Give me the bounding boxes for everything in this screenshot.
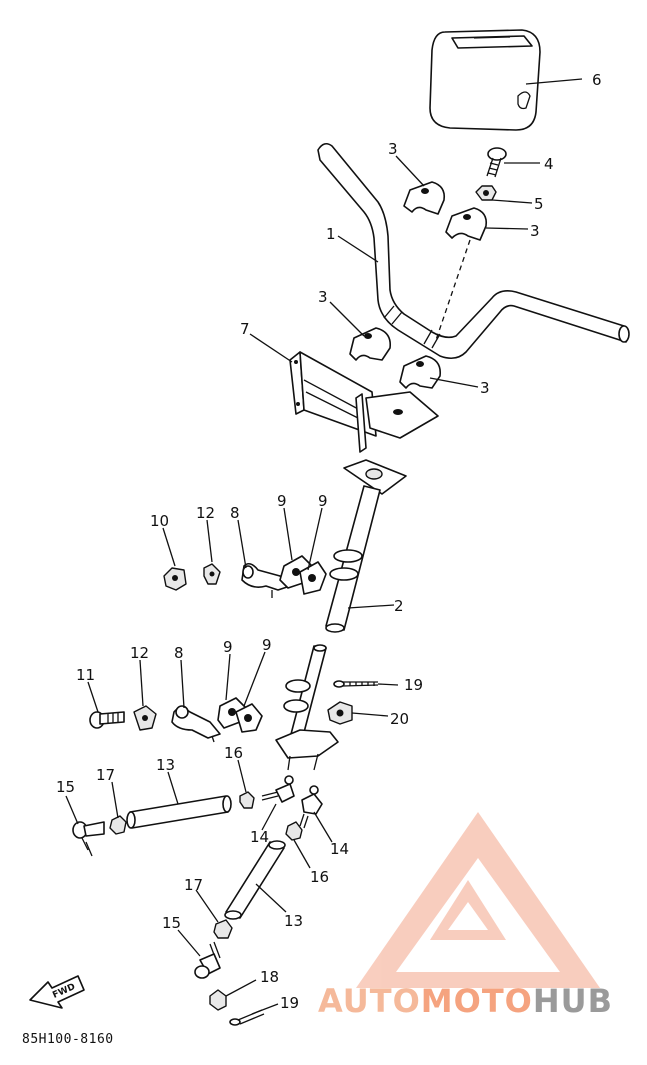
nut-18 <box>209 989 227 1011</box>
bolt-4 <box>486 147 507 178</box>
tie-rod-13-lower <box>224 840 286 920</box>
callout-3: 3 <box>318 288 328 306</box>
handlebar <box>317 142 630 360</box>
ball-joint-14-right <box>299 785 323 829</box>
callout-9: 9 <box>223 638 233 656</box>
callout-2: 2 <box>394 597 404 615</box>
bushing-9-upper <box>279 555 327 595</box>
watermark-logo <box>356 812 600 988</box>
clip-12-upper <box>203 563 221 585</box>
nut-16-lower <box>285 821 303 841</box>
callout-9: 9 <box>318 492 328 510</box>
nut-10 <box>163 567 187 591</box>
bolt-19-upper <box>333 680 379 688</box>
watermark-text: AUTOMOTOHUB <box>318 982 613 1020</box>
watermark-part-auto: AUTO <box>318 982 421 1020</box>
holder-lower-right <box>399 355 442 389</box>
callout-8: 8 <box>174 644 184 662</box>
callout-12: 12 <box>130 644 149 662</box>
watermark-part-hub: HUB <box>532 982 614 1020</box>
clip-12-lower <box>133 705 157 731</box>
callout-17: 17 <box>96 766 115 784</box>
callout-15: 15 <box>162 914 181 932</box>
callout-10: 10 <box>150 512 169 530</box>
callout-19: 19 <box>404 676 423 694</box>
callout-13: 13 <box>284 912 303 930</box>
bracket-7 <box>289 351 439 453</box>
callout-3: 3 <box>388 140 398 158</box>
callout-1: 1 <box>326 225 336 243</box>
callout-16: 16 <box>224 744 243 762</box>
lower-column <box>275 644 339 771</box>
callout-18: 18 <box>260 968 279 986</box>
nut-20 <box>327 701 353 725</box>
nut-17-lower <box>213 919 233 939</box>
nut-5 <box>475 185 497 201</box>
callout-17: 17 <box>184 876 203 894</box>
ball-joint-15-lower <box>194 941 221 979</box>
bolt-19-lower <box>229 1009 265 1026</box>
callout-15: 15 <box>56 778 75 796</box>
callout-3: 3 <box>530 222 540 240</box>
callout-11: 11 <box>76 666 95 684</box>
ball-joint-15-upper <box>72 821 105 857</box>
nut-16-upper <box>239 791 255 809</box>
arm-8-lower <box>171 705 221 743</box>
holder-upper-left <box>403 181 446 215</box>
callout-19: 19 <box>280 994 299 1012</box>
callout-7: 7 <box>240 320 250 338</box>
bushing-9-lower <box>217 697 263 733</box>
callout-3: 3 <box>480 379 490 397</box>
nut-17-upper <box>109 815 127 835</box>
callout-8: 8 <box>230 504 240 522</box>
callout-9: 9 <box>262 636 272 654</box>
watermark-part-moto: MOTO <box>420 982 533 1020</box>
callout-20: 20 <box>390 710 409 728</box>
arm-8-upper <box>241 562 291 598</box>
callout-14: 14 <box>330 840 349 858</box>
callout-14: 14 <box>250 828 269 846</box>
document-code: 85H100-8160 <box>22 1032 114 1047</box>
handlebar-pad <box>429 29 541 131</box>
callout-6: 6 <box>592 71 602 89</box>
tie-rod-13-upper <box>126 795 232 829</box>
callout-9: 9 <box>277 492 287 510</box>
callout-12: 12 <box>196 504 215 522</box>
holder-lower-left <box>349 327 392 361</box>
callout-5: 5 <box>534 195 544 213</box>
forward-direction-icon: FWD <box>29 975 85 1009</box>
callout-numbers: 1 2 3 3 3 3 4 5 6 7 8 8 9 9 9 9 10 11 12… <box>56 71 602 1012</box>
ball-joint-14-left <box>261 775 295 803</box>
callout-4: 4 <box>544 155 554 173</box>
steering-column <box>325 459 407 633</box>
bolt-11 <box>89 711 125 729</box>
callout-13: 13 <box>156 756 175 774</box>
holder-upper-right <box>445 207 488 241</box>
leader-lines <box>65 78 583 1015</box>
callout-16: 16 <box>310 868 329 886</box>
